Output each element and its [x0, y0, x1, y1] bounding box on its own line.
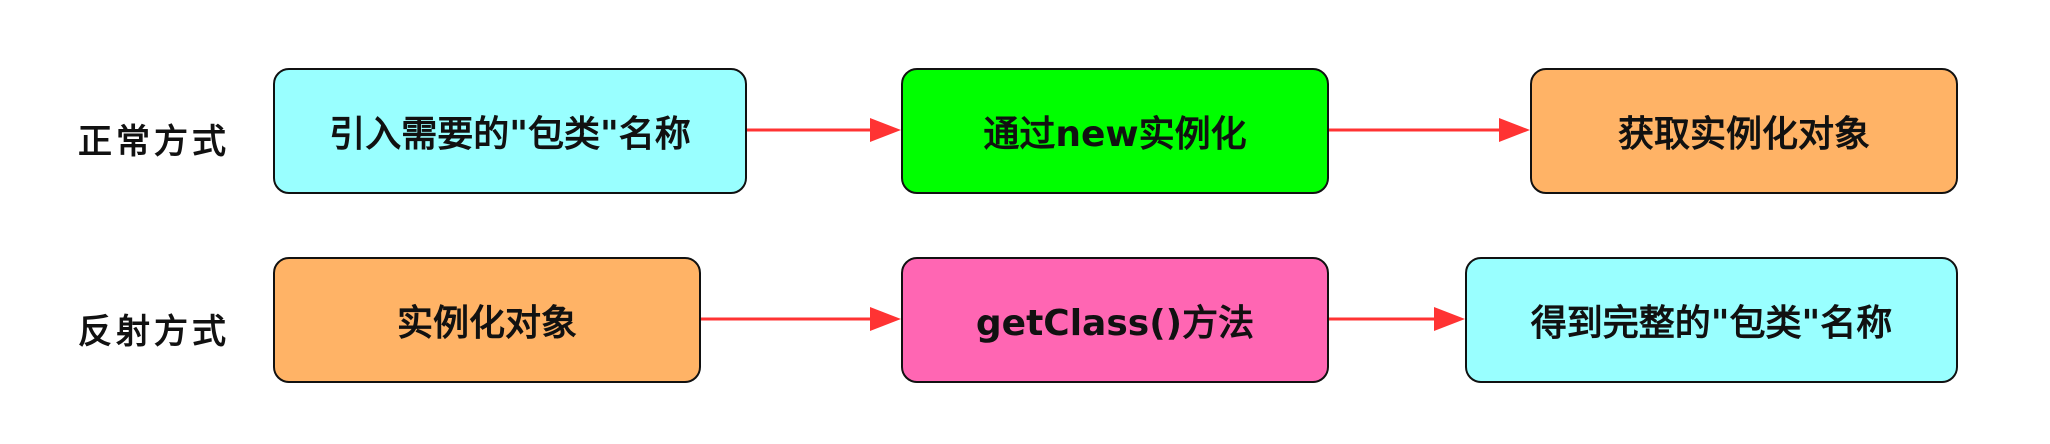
arrow-row2-a	[701, 307, 901, 331]
step-import-package-class-name: 引入需要的"包类"名称	[273, 68, 747, 194]
step-get-instance-object: 获取实例化对象	[1530, 68, 1958, 194]
arrow-row1-a	[747, 118, 901, 142]
row-label-normal: 正常方式	[78, 122, 230, 162]
row-label-reflection: 反射方式	[78, 312, 230, 352]
step-getclass-method: getClass()方法	[901, 257, 1329, 383]
step-get-full-package-class-name: 得到完整的"包类"名称	[1465, 257, 1958, 383]
step-instance-object: 实例化对象	[273, 257, 701, 383]
arrow-row2-b	[1329, 307, 1465, 331]
arrow-row1-b	[1329, 118, 1530, 142]
step-new-instantiate: 通过new实例化	[901, 68, 1329, 194]
